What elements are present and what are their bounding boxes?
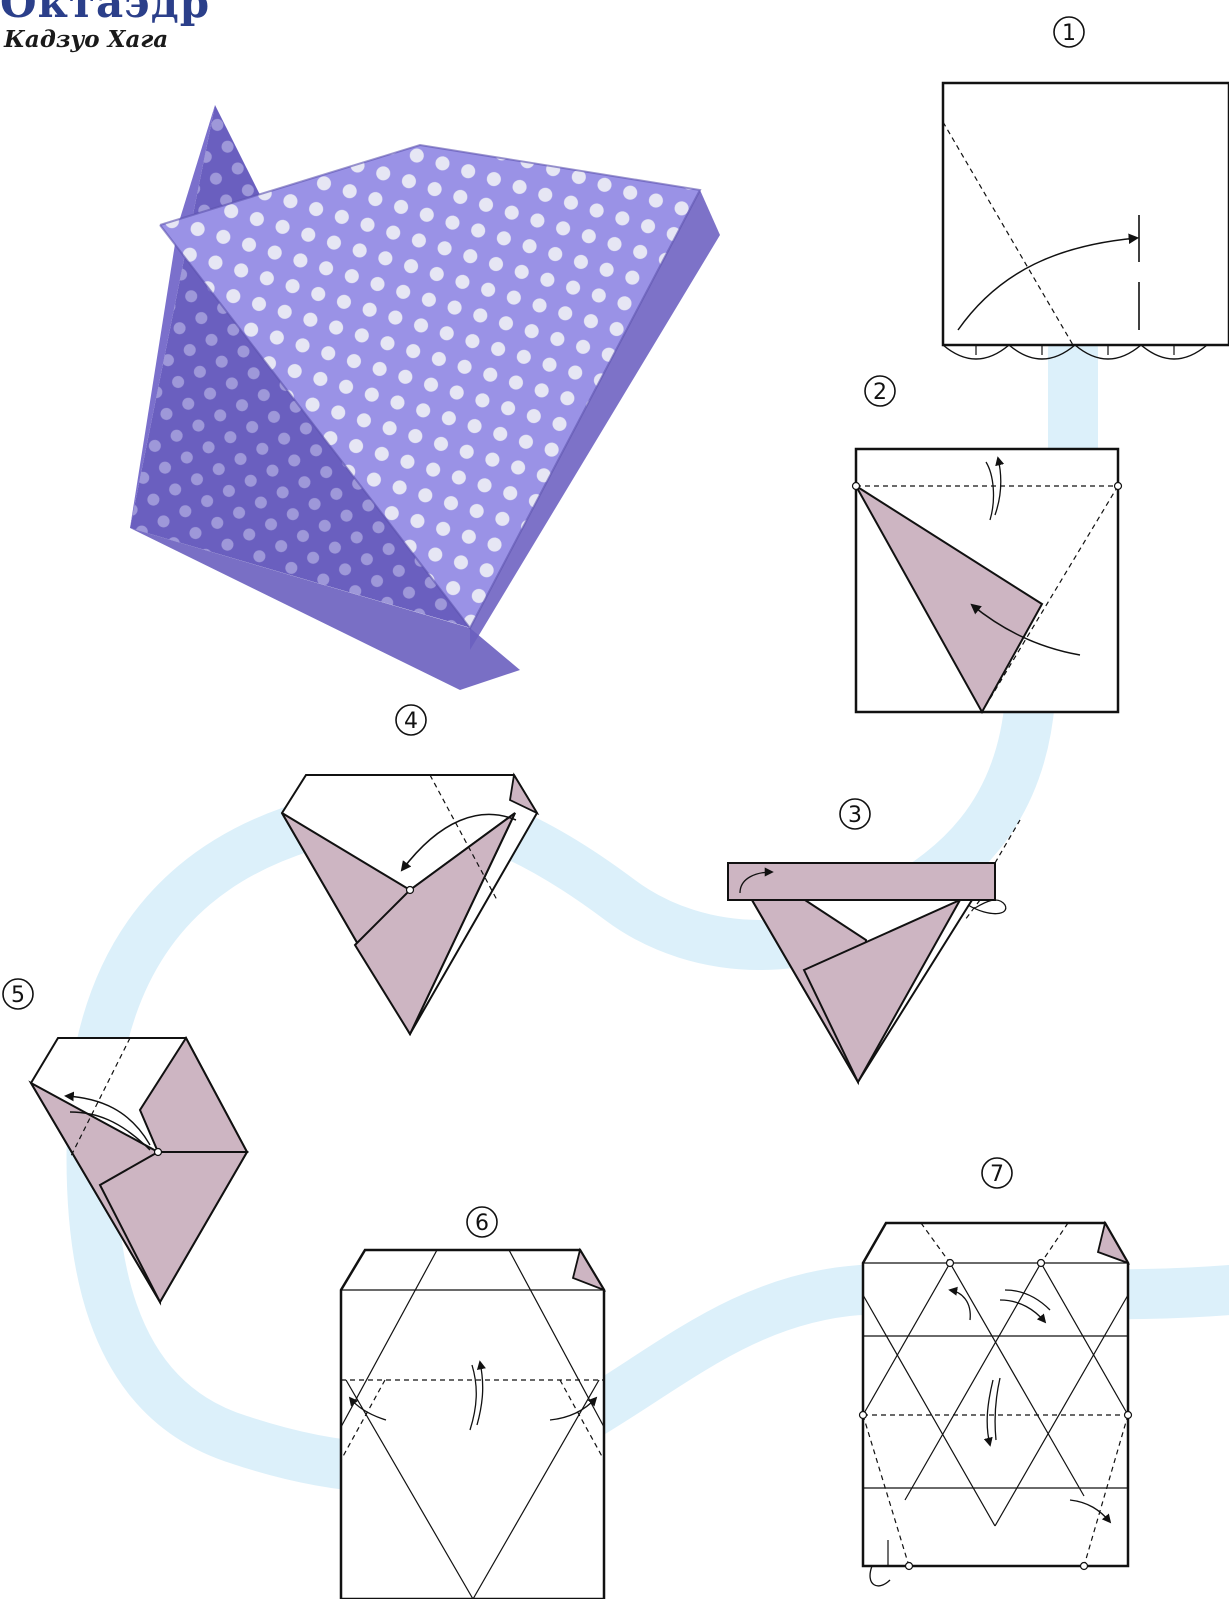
step-3-label: 3 [848, 803, 862, 828]
step-4-label: 4 [404, 709, 418, 734]
author-name: Кадзуо Хага [4, 26, 168, 53]
step-5-diagram [31, 1038, 247, 1302]
step-7-label: 7 [990, 1162, 1004, 1187]
step-4-diagram [282, 775, 537, 1034]
step-1-diagram [943, 83, 1229, 359]
step-7-diagram [860, 1223, 1132, 1586]
step-2-diagram [853, 449, 1122, 712]
step-2-label: 2 [873, 380, 887, 405]
step-6-diagram [341, 1250, 604, 1599]
page-title: Октаэдр [0, 0, 210, 27]
step-1-label: 1 [1062, 21, 1076, 46]
step-5-label: 5 [11, 983, 25, 1008]
octahedron-model-image [130, 105, 720, 690]
step-6-label: 6 [475, 1211, 489, 1236]
